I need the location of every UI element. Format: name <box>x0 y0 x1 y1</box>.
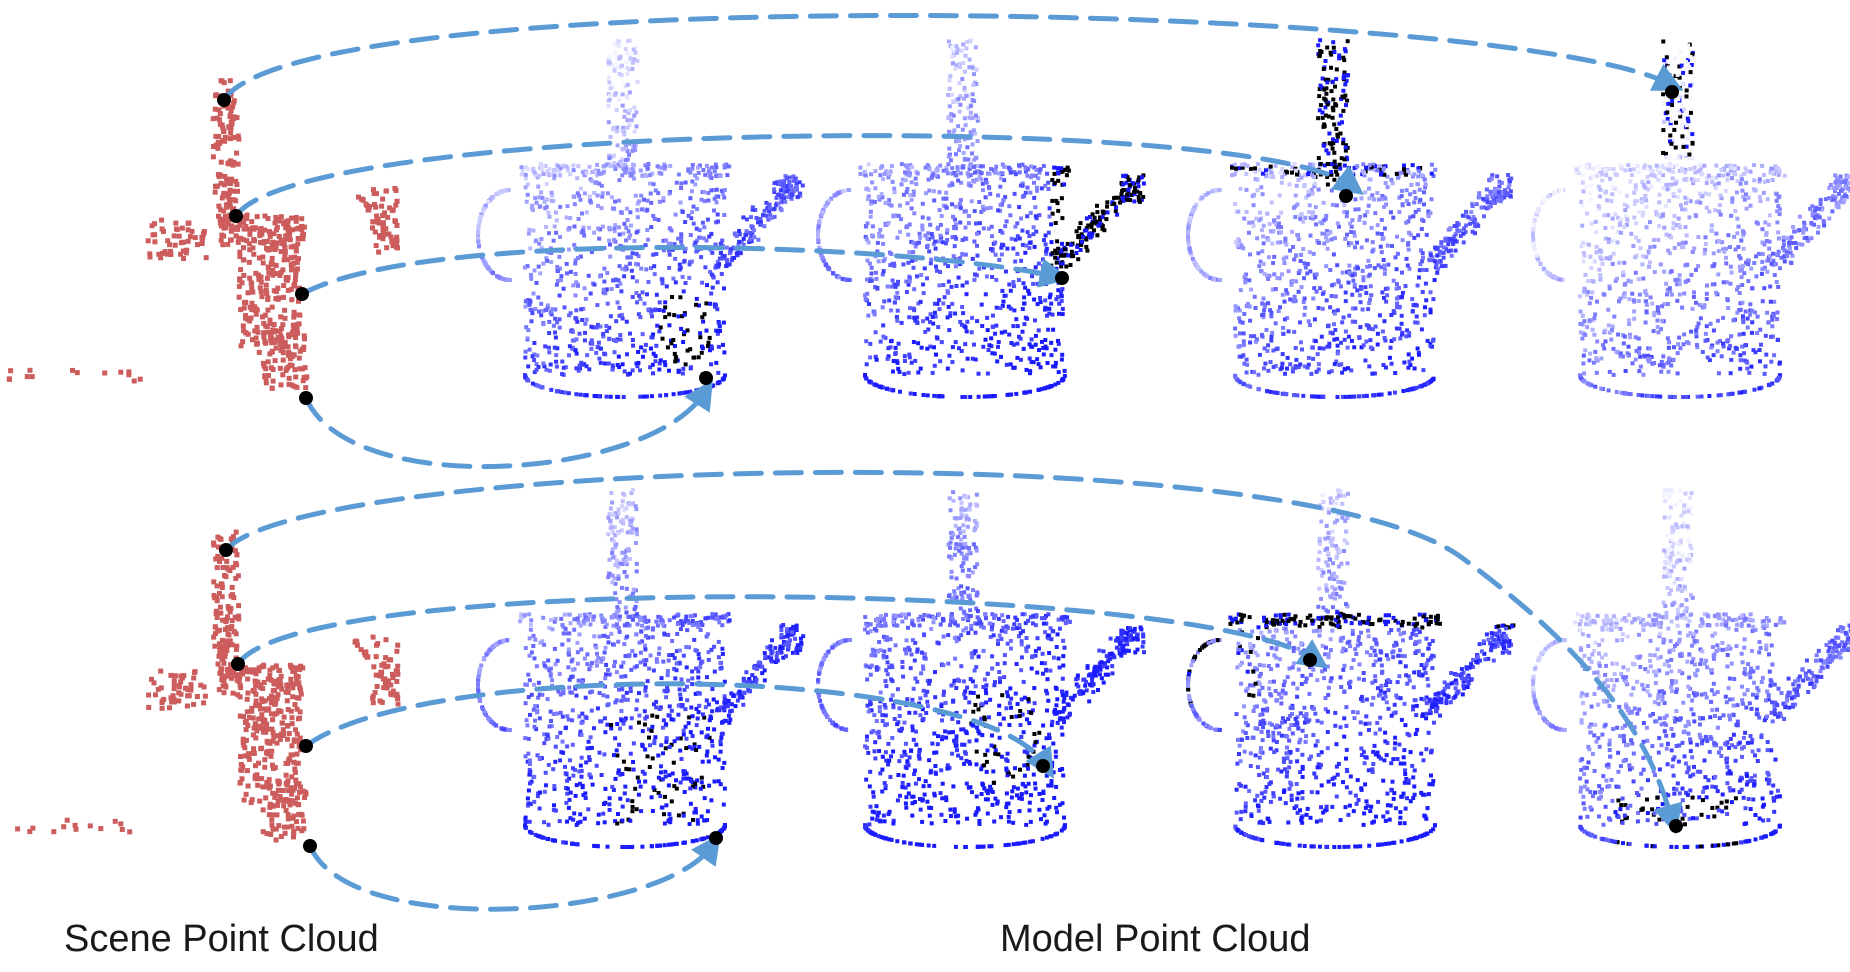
model-point-cloud-4 <box>1531 39 1850 399</box>
arrow-r2-k2 <box>235 594 1329 669</box>
arrow-r1-k2 <box>233 133 1365 219</box>
arrow-r1-k4 <box>303 379 713 470</box>
model-point-cloud-1 <box>476 38 805 399</box>
arrow-r2-k4 <box>307 833 721 912</box>
keypoint-r2-scene-2 <box>231 657 245 671</box>
scene-caption: Scene Point Cloud <box>64 918 379 960</box>
keypoint-r1-model-3 <box>1055 271 1069 285</box>
model-point-cloud-8 <box>1531 488 1850 849</box>
keypoint-r1-scene-4 <box>299 391 313 405</box>
point-clouds <box>6 38 1850 849</box>
keypoint-r2-scene-4 <box>303 839 317 853</box>
keypoint-r2-model-1 <box>1669 819 1683 833</box>
scene-point-cloud-2 <box>15 529 401 843</box>
scene-point-cloud-1 <box>6 78 400 391</box>
model-point-cloud-3 <box>1186 38 1514 399</box>
arrow-r2-k1 <box>223 469 1683 835</box>
keypoint-r2-scene-3 <box>299 739 313 753</box>
keypoint-r2-model-3 <box>1036 759 1050 773</box>
keypoint-r2-model-2 <box>1303 653 1317 667</box>
arrow-r2-k3 <box>303 681 1054 779</box>
keypoints <box>217 85 1683 853</box>
model-point-cloud-6 <box>816 490 1146 849</box>
model-point-cloud-5 <box>476 488 806 849</box>
keypoint-r1-scene-3 <box>295 287 309 301</box>
keypoint-r1-model-2 <box>1339 189 1353 203</box>
model-point-cloud-7 <box>1186 488 1516 849</box>
keypoint-r2-model-4 <box>709 831 723 845</box>
keypoint-r1-model-4 <box>699 371 713 385</box>
arrow-r1-k3 <box>299 244 1070 297</box>
model-point-cloud-2 <box>816 38 1146 399</box>
keypoint-r1-scene-2 <box>229 209 243 223</box>
model-caption: Model Point Cloud <box>1000 918 1311 960</box>
correspondence-arrows <box>221 13 1684 912</box>
arrow-r1-k1 <box>221 13 1684 103</box>
keypoint-r1-model-1 <box>1665 85 1679 99</box>
keypoint-r1-scene-1 <box>217 93 231 107</box>
keypoint-r2-scene-1 <box>219 543 233 557</box>
